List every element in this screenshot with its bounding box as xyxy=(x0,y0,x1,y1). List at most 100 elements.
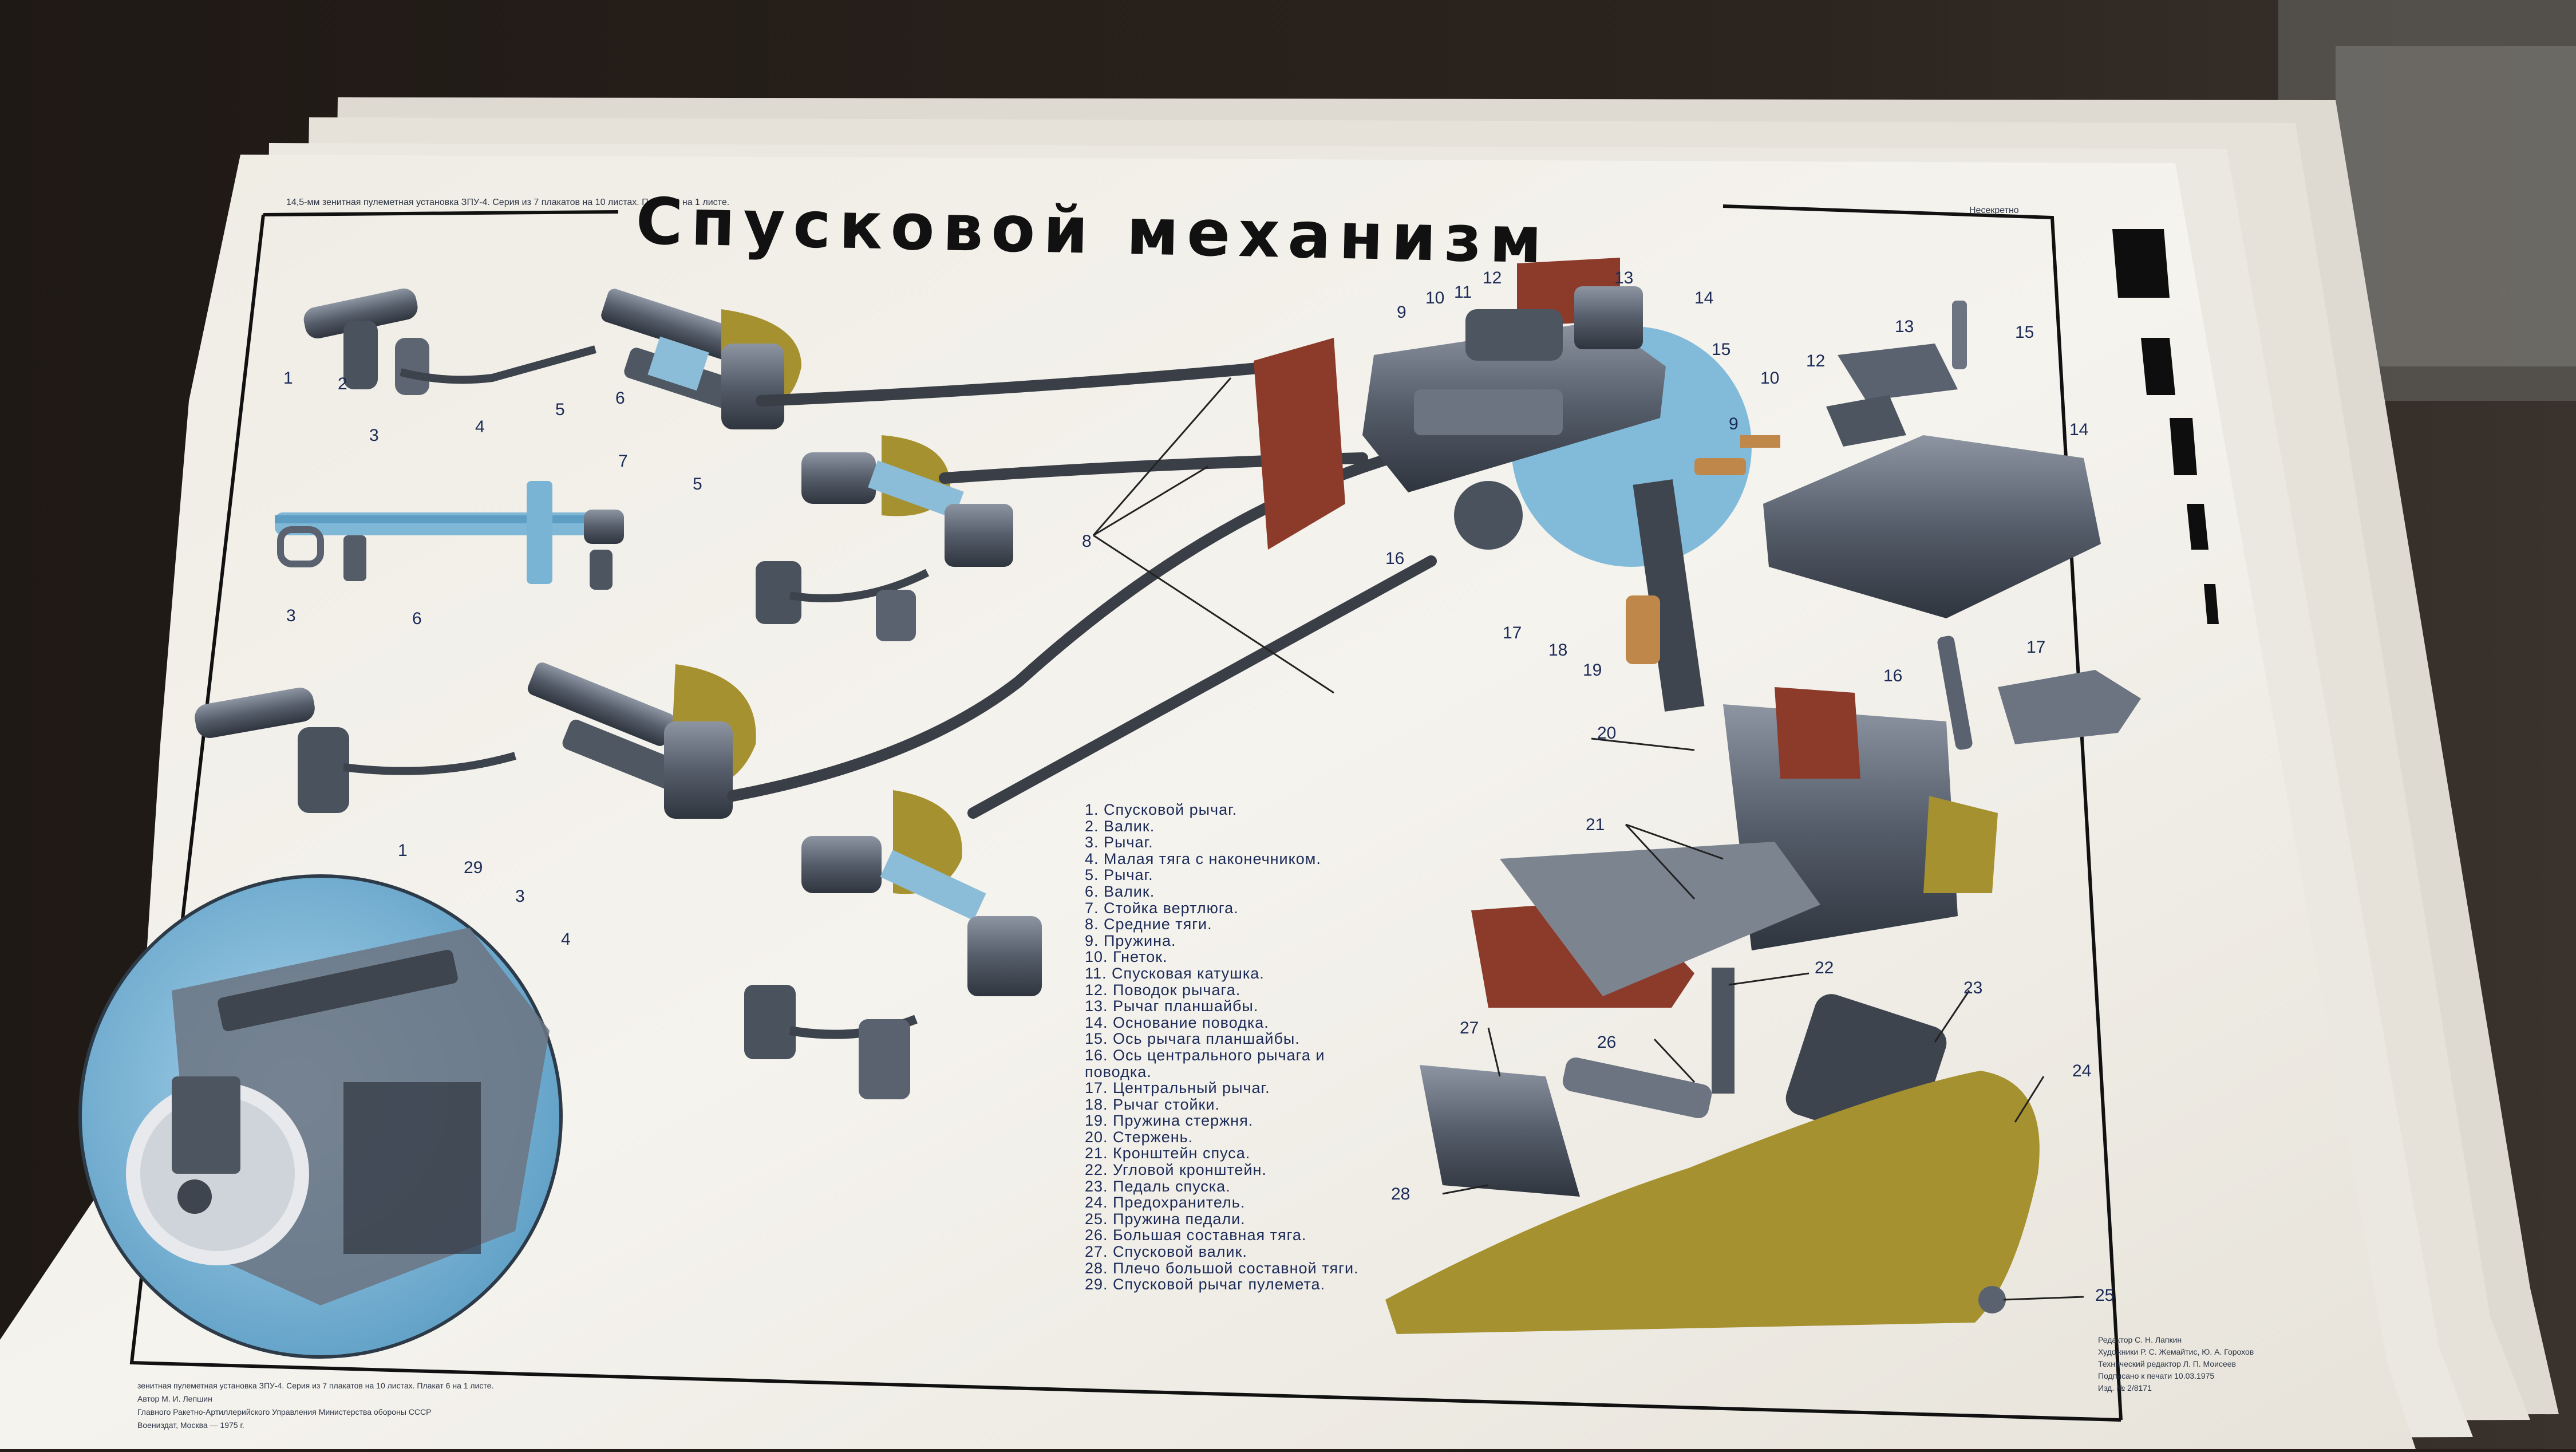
callout: 9 xyxy=(1729,415,1739,433)
callout: 1 xyxy=(283,369,293,388)
legend-item: 1. Спусковой рычаг. xyxy=(1085,801,1238,818)
legend-item: 22. Угловой кронштейн. xyxy=(1085,1161,1267,1179)
callout: 10 xyxy=(1760,369,1779,388)
legend-item: 17. Центральный рычаг. xyxy=(1085,1079,1270,1097)
callout: 1 xyxy=(398,841,408,860)
legend-item: 6. Валик. xyxy=(1085,882,1155,900)
callout: 3 xyxy=(515,887,525,906)
legend-item: 28. Плечо большой составной тяги. xyxy=(1085,1259,1359,1277)
legend-item: 27. Спусковой валик. xyxy=(1085,1243,1247,1261)
callout: 14 xyxy=(2069,420,2088,439)
pedal-assembly xyxy=(1385,687,2040,1334)
legend-item: 24. Предохранитель. xyxy=(1085,1194,1246,1212)
central-mechanism xyxy=(1254,258,1752,712)
callout: 15 xyxy=(2015,323,2034,342)
assembly-mid-left xyxy=(275,481,624,590)
callout: 4 xyxy=(561,930,571,949)
legend-item: 19. Пружина стержня. xyxy=(1085,1112,1254,1130)
callout: 4 xyxy=(475,417,485,436)
parts-legend: 1. Спусковой рычаг. 2. Валик. 3. Рычаг. … xyxy=(1085,802,1405,1293)
legend-item: 14. Основание поводка. xyxy=(1085,1013,1269,1031)
footer-right: Редактор С. Н. Лапкин Художники Р. С. Же… xyxy=(2098,1335,2254,1392)
footer-left-line: Автор М. И. Лепшин xyxy=(137,1394,212,1403)
footer-right-line: Изд. № 2/8171 xyxy=(2098,1383,2152,1392)
callout: 28 xyxy=(1391,1185,1410,1204)
legend-item: 15. Ось рычага планшайбы. xyxy=(1085,1030,1300,1048)
callout: 24 xyxy=(2072,1062,2091,1080)
legend-item: 2. Валик. xyxy=(1085,817,1155,835)
callout-numbers: 1 2 3 4 5 6 7 5 3 6 8 9 10 11 12 13 14 1… xyxy=(283,269,2114,1305)
callout: 16 xyxy=(1385,549,1404,568)
callout: 5 xyxy=(693,475,702,494)
callout: 25 xyxy=(2095,1286,2114,1305)
legend-item: 21. Кронштейн спуса. xyxy=(1085,1145,1251,1162)
legend-item: 16. Ось центрального рычага и поводка. xyxy=(1085,1046,1325,1080)
assembly-lower-left xyxy=(195,662,756,819)
callout: 15 xyxy=(1712,340,1730,359)
footer-right-line: Технический редактор Л. П. Моисеев xyxy=(2098,1359,2236,1368)
frame-top-left xyxy=(263,210,619,216)
legend-item: 29. Спусковой рычаг пулемета. xyxy=(1085,1276,1326,1293)
footer-right-line: Подписано к печати 10.03.1975 xyxy=(2098,1371,2214,1380)
wall-panel xyxy=(2336,46,2576,366)
callout: 27 xyxy=(1460,1019,1479,1037)
callout: 26 xyxy=(1597,1033,1616,1052)
callout: 3 xyxy=(369,426,379,445)
legend-item: 12. Поводок рычага. xyxy=(1085,981,1241,999)
footer-right-line: Художники Р. С. Жемайтис, Ю. А. Горохов xyxy=(2098,1347,2254,1356)
callout: 17 xyxy=(2026,638,2045,657)
legend-item: 25. Пружина педали. xyxy=(1085,1210,1246,1228)
callout: 7 xyxy=(618,452,628,471)
callout: 10 xyxy=(1425,289,1444,307)
callout: 20 xyxy=(1597,724,1616,743)
legend-item: 13. Рычаг планшайбы. xyxy=(1085,997,1259,1015)
leader-lines xyxy=(1092,377,2084,1301)
callout: 9 xyxy=(1397,303,1406,322)
callout: 17 xyxy=(1503,624,1522,642)
callout: 23 xyxy=(1963,978,1982,997)
callout: 16 xyxy=(1883,666,1902,685)
under-sheet-glyphs xyxy=(2112,229,2219,624)
legend-item: 10. Гнеток. xyxy=(1085,948,1168,966)
footer-left-line: Главного Ракетно-Артиллерийского Управле… xyxy=(137,1407,431,1417)
legend-item: 26. Большая составная тяга. xyxy=(1085,1226,1307,1244)
callout: 29 xyxy=(464,858,483,877)
legend-item: 5. Рычаг. xyxy=(1085,866,1153,884)
footer-left-line: Воениздат, Москва — 1975 г. xyxy=(137,1421,244,1430)
callout: 2 xyxy=(338,374,347,393)
footer-right-line: Редактор С. Н. Лапкин xyxy=(2098,1335,2182,1344)
callout: 12 xyxy=(1483,269,1502,287)
legend-item: 3. Рычаг. xyxy=(1085,834,1153,851)
legend-item: 7. Стойка вертлюга. xyxy=(1085,899,1239,917)
poster-header-line: 14,5-мм зенитная пулеметная установка ЗП… xyxy=(286,198,729,207)
callout: 21 xyxy=(1586,815,1605,834)
legend-item: 9. Пружина. xyxy=(1085,932,1176,949)
frame-right xyxy=(1722,204,2123,1421)
exploded-parts xyxy=(1694,301,2141,750)
callout: 6 xyxy=(412,609,422,628)
callout: 11 xyxy=(1454,283,1472,302)
callout: 3 xyxy=(286,606,296,625)
legend-item: 23. Педаль спуска. xyxy=(1085,1177,1231,1195)
assembly-top-left xyxy=(303,288,801,429)
callout: 13 xyxy=(1614,269,1633,287)
callout: 12 xyxy=(1806,352,1825,370)
callout: 19 xyxy=(1583,661,1602,680)
inset-view xyxy=(78,874,563,1359)
callout: 14 xyxy=(1694,289,1713,307)
callout: 18 xyxy=(1548,641,1567,660)
assembly-center-upper xyxy=(756,435,1013,641)
frame-left-bottom xyxy=(129,214,2121,1422)
poster-stamp: Несекретно xyxy=(1969,206,2019,215)
legend-item: 18. Рычаг стойки. xyxy=(1085,1095,1220,1113)
footer-left-line: зенитная пулеметная установка ЗПУ-4. Сер… xyxy=(137,1381,493,1390)
legend-item: 8. Средние тяги. xyxy=(1085,916,1212,933)
callout: 13 xyxy=(1895,317,1914,336)
callout: 22 xyxy=(1815,958,1834,977)
footer-left: зенитная пулеметная установка ЗПУ-4. Сер… xyxy=(137,1381,493,1430)
assembly-center-lower xyxy=(744,790,1042,1099)
callout: 6 xyxy=(615,389,625,408)
legend-item: 4. Малая тяга с наконечником. xyxy=(1085,850,1321,867)
